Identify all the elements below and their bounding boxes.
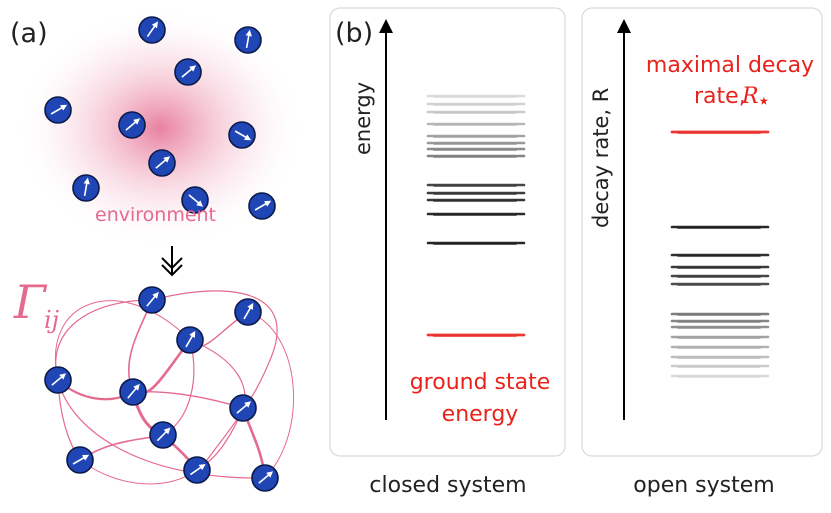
spin-atom-icon (174, 58, 202, 86)
decay-level (670, 325, 770, 329)
spin-atom-icon (149, 421, 177, 449)
closed-energy-levels (426, 94, 526, 338)
decay-level (670, 319, 770, 323)
decay-level (670, 225, 770, 229)
environment-atoms (44, 16, 276, 220)
open-axis-label: decay rate, R (589, 88, 613, 228)
energy-level (426, 154, 526, 158)
spin-atom-icon (66, 446, 94, 474)
panel-a-label: (a) (10, 18, 48, 49)
decay-level (670, 265, 770, 269)
svg-text:Γ: Γ (13, 275, 48, 329)
environment-label: environment (95, 204, 216, 226)
energy-level (426, 141, 526, 145)
network-atoms (44, 286, 279, 492)
svg-text:⋆: ⋆ (757, 89, 771, 114)
max-decay-label-line2: rate, R ⋆ (694, 84, 771, 114)
energy-level (426, 122, 526, 126)
spin-atom-icon (72, 174, 100, 202)
decay-level (670, 355, 770, 359)
spin-atom-icon (234, 298, 262, 326)
svg-text:ij: ij (44, 306, 60, 334)
closed-system-caption: closed system (369, 473, 526, 498)
coupling-label: Γ ij (13, 275, 60, 334)
decay-level (670, 364, 770, 368)
energy-level (426, 110, 526, 114)
energy-level (426, 94, 526, 98)
double-down-arrow-icon (161, 246, 183, 277)
open-system-panel (581, 7, 823, 457)
decay-level (670, 282, 770, 286)
energy-level (426, 134, 526, 138)
decay-level (670, 312, 770, 316)
energy-level (426, 147, 526, 151)
closed-system-panel (329, 7, 566, 457)
spin-atom-icon (181, 186, 209, 214)
max-decay-label-line1: maximal decay (646, 53, 814, 78)
energy-level (426, 102, 526, 106)
spin-atom-icon (138, 286, 166, 314)
spin-atom-icon (251, 464, 279, 492)
ground-state-label-line2: energy (442, 402, 519, 427)
open-system-caption: open system (633, 473, 774, 498)
spin-atom-icon (183, 456, 211, 484)
energy-level (426, 212, 526, 216)
spin-atom-icon (148, 149, 176, 177)
closed-axis-label: energy (351, 82, 375, 155)
spin-atom-icon (234, 26, 262, 54)
energy-level (426, 241, 526, 245)
max-decay-level (670, 130, 770, 135)
panel-b-label: (b) (335, 18, 373, 49)
spin-atom-icon (228, 121, 256, 149)
decay-level (670, 253, 770, 257)
decay-level (670, 345, 770, 349)
decay-level (670, 335, 770, 339)
spin-atom-icon (229, 394, 257, 422)
spin-atom-icon (138, 16, 166, 44)
spin-atom-icon (176, 326, 204, 354)
spin-atom-icon (119, 378, 147, 406)
energy-level (426, 191, 526, 195)
energy-level (426, 198, 526, 202)
decay-level (670, 374, 770, 378)
svg-text:R: R (741, 84, 759, 109)
spin-atom-icon (44, 96, 72, 124)
decay-level (670, 274, 770, 278)
ground-state-level (426, 333, 526, 338)
spin-atom-icon (118, 111, 146, 139)
ground-state-label-line1: ground state (410, 370, 551, 395)
energy-level (426, 183, 526, 187)
spin-atom-icon (44, 366, 72, 394)
svg-text:rate,: rate, (694, 84, 746, 109)
open-decay-levels (670, 130, 770, 378)
spin-atom-icon (248, 192, 276, 220)
